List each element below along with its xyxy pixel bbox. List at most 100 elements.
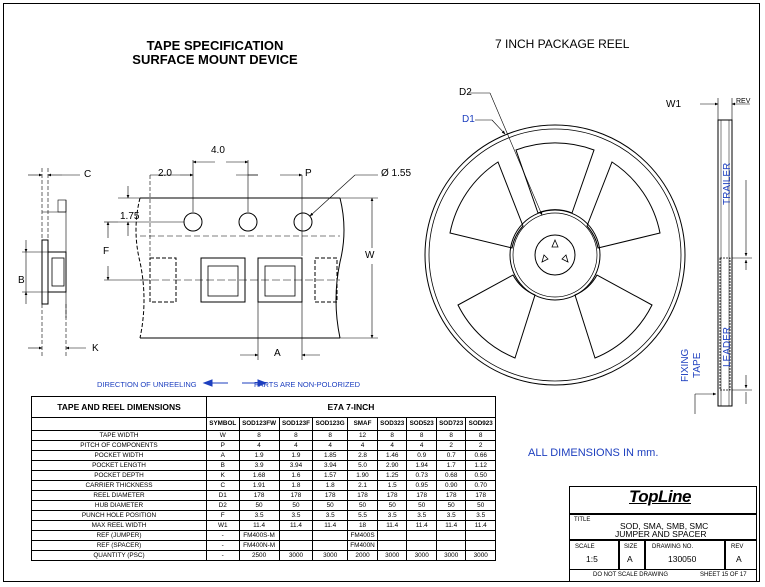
row-value: 50 <box>435 500 467 511</box>
column-header: SOD723 <box>435 417 467 431</box>
drawing-value: 130050 <box>668 554 697 564</box>
row-value: 0.9 <box>406 450 437 461</box>
row-value: 3.94 <box>312 460 349 471</box>
title-line-a: SOD, SMA, SMB, SMC <box>620 521 709 531</box>
label-a: A <box>274 348 281 359</box>
scale-value: 1:5 <box>586 554 598 564</box>
reel-side-view <box>694 98 752 414</box>
label-c: C <box>84 169 92 180</box>
row-value: 12 <box>347 430 378 441</box>
row-value: 2000 <box>347 550 378 561</box>
row-value: 178 <box>238 490 280 501</box>
row-value: 3.5 <box>376 510 408 521</box>
row-value <box>435 530 467 541</box>
row-value <box>312 540 349 551</box>
row-value: 50 <box>347 500 378 511</box>
tape-top-view <box>104 160 378 360</box>
dimensions-table: TAPE AND REEL DIMENSIONS E7A 7-INCH SYMB… <box>31 396 496 561</box>
row-label: POCKET LENGTH <box>31 460 207 471</box>
row-value: 1.90 <box>347 470 378 481</box>
row-label: PITCH OF COMPONENTS <box>31 440 207 451</box>
row-value: 11.4 <box>312 520 349 531</box>
rev-value: A <box>736 554 742 564</box>
row-value: 3.5 <box>238 510 280 521</box>
row-symbol: P <box>206 440 240 451</box>
company-logo: TopLine <box>629 487 691 506</box>
row-symbol: A <box>206 450 240 461</box>
row-value: 1.85 <box>312 450 349 461</box>
row-value: 3000 <box>312 550 349 561</box>
row-value: 2500 <box>238 550 280 561</box>
row-value: 50 <box>465 500 496 511</box>
row-value: 178 <box>347 490 378 501</box>
row-value: 2 <box>465 440 496 451</box>
column-header: SOD323 <box>376 417 408 431</box>
row-value: FM400S-M <box>238 530 280 541</box>
direction-of-unreeling: DIRECTION OF UNREELING <box>97 380 197 389</box>
label-fixing: FIXING <box>680 348 691 382</box>
direction-arrows <box>202 379 268 387</box>
row-symbol: C <box>206 480 240 491</box>
scale-label: SCALE <box>575 544 595 550</box>
row-value: 50 <box>376 500 408 511</box>
row-value: 4 <box>406 440 437 451</box>
row-label: POCKET WIDTH <box>31 450 207 461</box>
row-label: POCKET DEPTH <box>31 470 207 481</box>
row-value: 2.1 <box>347 480 378 491</box>
row-value: 3.5 <box>278 510 314 521</box>
row-value: 5.5 <box>347 510 378 521</box>
symbol-header: SYMBOL <box>206 417 240 431</box>
row-value: 50 <box>312 500 349 511</box>
rev-label: REV <box>731 544 744 550</box>
row-value: 4 <box>312 440 349 451</box>
row-symbol: W1 <box>206 520 240 531</box>
label-4-0: 4.0 <box>211 145 225 156</box>
row-value: 18 <box>347 520 378 531</box>
all-dimensions-note: ALL DIMENSIONS IN mm. <box>528 447 659 459</box>
row-symbol: B <box>206 460 240 471</box>
label-f: F <box>103 246 110 257</box>
label-w1: W1 <box>666 99 681 110</box>
drawing-no-cell <box>645 540 725 570</box>
row-value: 178 <box>376 490 408 501</box>
row-value: 3.5 <box>406 510 437 521</box>
row-symbol: - <box>206 530 240 541</box>
row-value: 1.12 <box>465 460 496 471</box>
row-value: 1.25 <box>376 470 408 481</box>
row-value: 1.8 <box>278 480 314 491</box>
column-header: SOD523 <box>406 417 437 431</box>
row-value: 2.90 <box>376 460 408 471</box>
parts-non-polarized: PARTS ARE NON-POLORIZED <box>254 380 360 389</box>
row-value <box>465 530 496 541</box>
row-value: 1.9 <box>238 450 280 461</box>
row-value: 50 <box>278 500 314 511</box>
tape-side-view <box>22 168 86 358</box>
row-value: 1.8 <box>312 480 349 491</box>
label-rev: REV <box>736 98 751 105</box>
label-1-75: 1.75 <box>120 211 140 222</box>
row-value: 0.66 <box>465 450 496 461</box>
do-not-scale: DO NOT SCALE DRAWING <box>593 572 669 578</box>
sheet-number: SHEET 15 OF 17 <box>700 572 747 578</box>
row-value: 1.94 <box>406 460 437 471</box>
label-d2: D2 <box>459 87 472 98</box>
row-label: REF (SPACER) <box>31 540 207 551</box>
row-value: 3000 <box>465 550 496 561</box>
row-symbol: - <box>206 540 240 551</box>
label-d1: D1 <box>462 114 475 125</box>
row-value: 8 <box>465 430 496 441</box>
row-symbol: D1 <box>206 490 240 501</box>
row-value: 2 <box>435 440 467 451</box>
size-value: A <box>627 554 633 564</box>
row-value: 2.8 <box>347 450 378 461</box>
drawing-label: DRAWING NO. <box>652 544 694 550</box>
row-value: 178 <box>406 490 437 501</box>
row-label: MAX REEL WIDTH <box>31 520 207 531</box>
row-value: 3.5 <box>312 510 349 521</box>
